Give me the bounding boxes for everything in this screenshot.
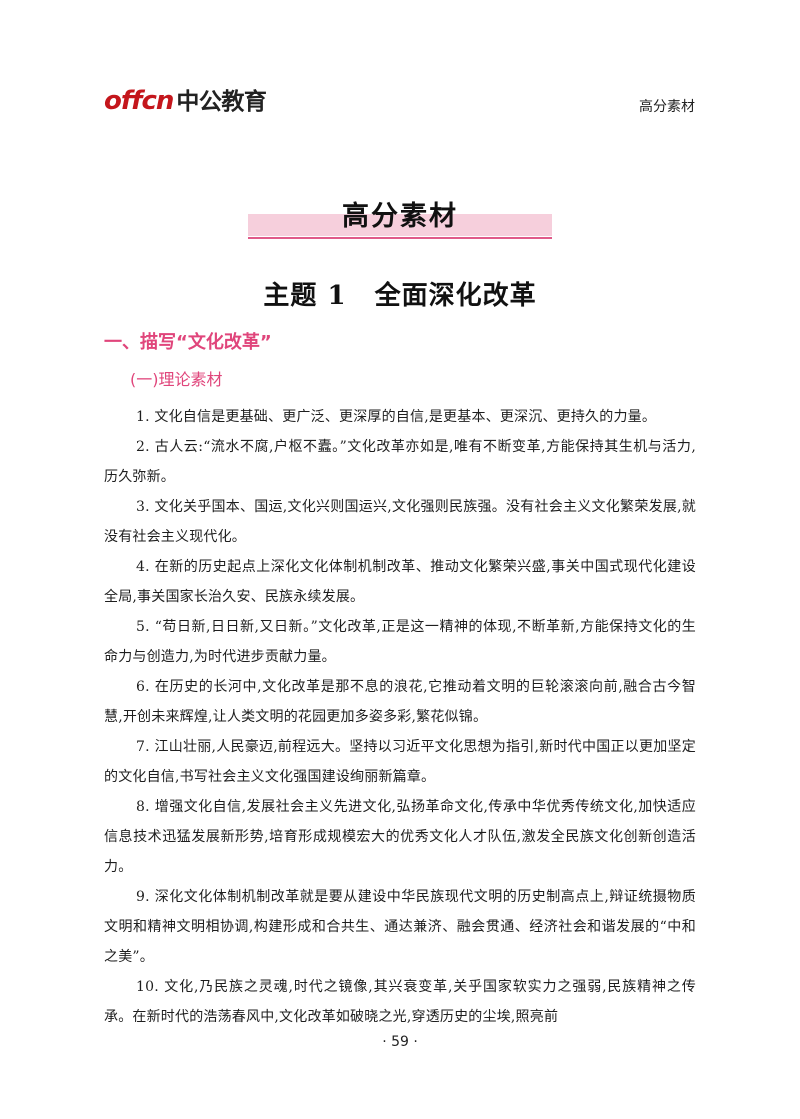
paragraph: 7. 江山壮丽,人民豪迈,前程远大。坚持以习近平文化思想为指引,新时代中国正以更… [104, 739, 696, 785]
topic-title: 主题 1 全面深化改革 [0, 275, 800, 312]
paragraph: 8. 增强文化自信,发展社会主义先进文化,弘扬革命文化,传承中华优秀传统文化,加… [104, 799, 696, 875]
paragraph: 1. 文化自信是更基础、更广泛、更深厚的自信,是更基本、更深沉、更持久的力量。 [136, 409, 657, 425]
paragraph: 10. 文化,乃民族之灵魂,时代之镜像,其兴衰变革,关乎国家软实力之强弱,民族精… [104, 979, 696, 1025]
paragraph: 2. 古人云:“流水不腐,户枢不蠹。”文化改革亦如是,唯有不断变革,方能保持其生… [104, 439, 696, 485]
running-header: 高分素材 [639, 99, 695, 115]
topic-number: 主题 1 [263, 281, 347, 311]
section-title-banner [248, 214, 552, 236]
section-title: 高分素材 [342, 201, 458, 232]
heading-level-2: (一)理论素材 [130, 370, 223, 389]
paragraph: 3. 文化关乎国本、国运,文化兴则国运兴,文化强则民族强。没有社会主义文化繁荣发… [104, 499, 696, 545]
logo-chinese-name: 中公教育 [176, 89, 267, 115]
logo-brand: offcn [104, 86, 174, 116]
paragraph: 6. 在历史的长河中,文化改革是那不息的浪花,它推动着文明的巨轮滚滚向前,融合古… [104, 679, 696, 725]
page-number: · 59 · [382, 1034, 418, 1050]
topic-name: 全面深化改革 [374, 281, 537, 311]
paragraph: 4. 在新的历史起点上深化文化体制机制改革、推动文化繁荣兴盛,事关中国式现代化建… [104, 559, 696, 605]
body-text: 1. 文化自信是更基础、更广泛、更深厚的自信,是更基本、更深沉、更持久的力量。 … [104, 402, 696, 1032]
heading-level-1: 一、描写“文化改革” [104, 332, 272, 353]
paragraph: 5. “苟日新,日日新,又日新。”文化改革,正是这一精神的体现,不断革新,方能保… [104, 619, 696, 665]
paragraph: 9. 深化文化体制机制改革就是要从建设中华民族现代文明的历史制高点上,辩证统摄物… [104, 889, 696, 965]
section-title-underline [248, 237, 552, 239]
